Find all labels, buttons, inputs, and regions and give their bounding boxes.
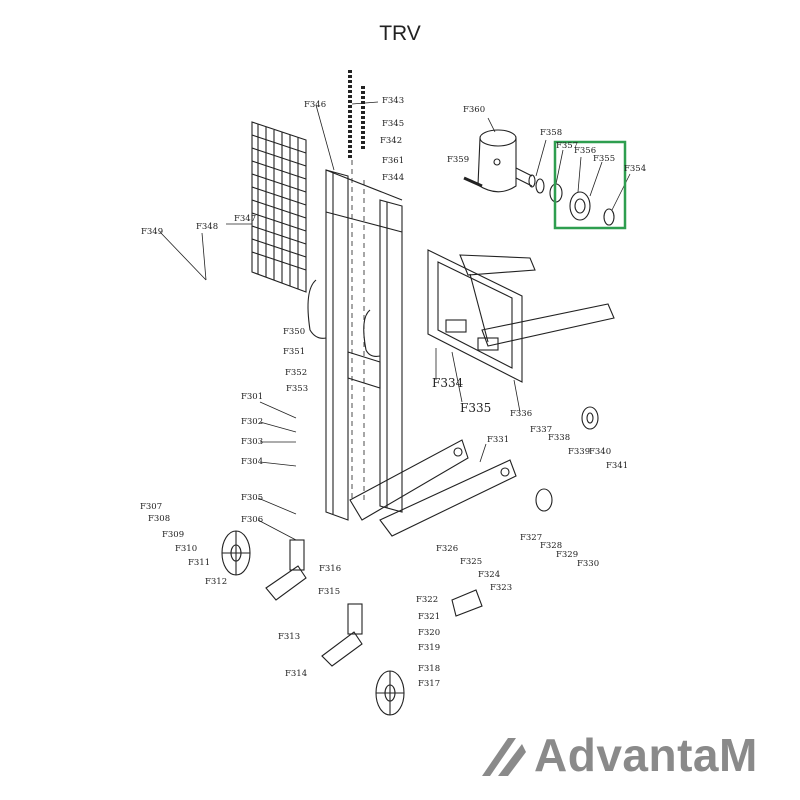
part-label-f319: F319 [418,643,440,653]
part-label-f361: F361 [382,156,404,166]
part-label-f356: F356 [574,146,596,156]
mesh-guard [251,121,307,293]
part-label-f353: F353 [286,384,308,394]
part-label-f345: F345 [382,119,404,129]
rear-roller-assembly [535,406,599,512]
part-label-f358: F358 [540,128,562,138]
part-label-f321: F321 [418,612,440,622]
part-label-f337: F337 [530,425,552,435]
part-label-f309: F309 [162,530,184,540]
part-label-f340: F340 [589,447,611,457]
part-label-f336: F336 [510,409,532,419]
part-label-f354: F354 [624,164,646,174]
cylinder-seals [535,178,615,226]
part-label-f343: F343 [382,96,404,106]
part-label-f327: F327 [520,533,542,543]
part-label-f352: F352 [285,368,307,378]
part-label-f341: F341 [606,461,628,471]
part-label-f349: F349 [141,227,163,237]
part-label-f325: F325 [460,557,482,567]
part-label-f334: F334 [432,376,464,390]
mast-chains [348,70,365,500]
part-label-f351: F351 [283,347,305,357]
front-wheel-left [221,530,251,576]
part-label-f329: F329 [556,550,578,560]
part-label-f312: F312 [205,577,227,587]
part-label-f306: F306 [241,515,263,525]
brand-logo: AdvantaM [478,730,788,780]
base-legs [349,439,517,537]
part-label-f328: F328 [540,541,562,551]
hydraulic-cylinder [463,129,536,193]
part-label-f301: F301 [241,392,263,402]
part-label-f360: F360 [463,105,485,115]
part-label-f326: F326 [436,544,458,554]
part-label-f338: F338 [548,433,570,443]
part-label-f348: F348 [196,222,218,232]
part-label-f344: F344 [382,173,404,183]
fork-carriage [427,249,615,383]
part-label-f303: F303 [241,437,263,447]
part-label-f307: F307 [140,502,162,512]
part-label-f322: F322 [416,595,438,605]
caster-brackets [265,539,363,667]
logo-mark-icon [482,738,526,776]
highlight-box-f355 [553,140,627,230]
front-wheel-bottom [375,670,405,716]
foot-pedal [451,589,483,617]
part-label-f315: F315 [318,587,340,597]
part-label-f330: F330 [577,559,599,569]
part-label-f335: F335 [460,401,491,415]
part-label-f355: F355 [593,154,615,164]
part-label-f323: F323 [490,583,512,593]
part-label-f314: F314 [285,669,307,679]
part-label-f316: F316 [319,564,341,574]
part-label-f310: F310 [175,544,197,554]
part-label-f347: F347 [234,214,256,224]
part-label-f302: F302 [241,417,263,427]
part-label-f339: F339 [568,447,590,457]
part-label-f311: F311 [188,558,210,568]
part-label-f359: F359 [447,155,469,165]
part-label-f305: F305 [241,493,263,503]
part-label-f342: F342 [380,136,402,146]
part-label-f357: F357 [556,141,578,151]
part-label-f331: F331 [487,435,509,445]
part-label-f308: F308 [148,514,170,524]
part-label-f320: F320 [418,628,440,638]
part-label-f318: F318 [418,664,440,674]
part-label-f313: F313 [278,632,300,642]
part-label-f346: F346 [304,100,326,110]
diagram-title: TRV [379,22,421,45]
leader-lines [159,101,631,541]
brand-name: AdvantaM [534,729,758,781]
part-label-f317: F317 [418,679,440,689]
part-label-f350: F350 [283,327,305,337]
part-label-f304: F304 [241,457,263,467]
mast-frame [307,169,403,521]
part-label-f324: F324 [478,570,500,580]
